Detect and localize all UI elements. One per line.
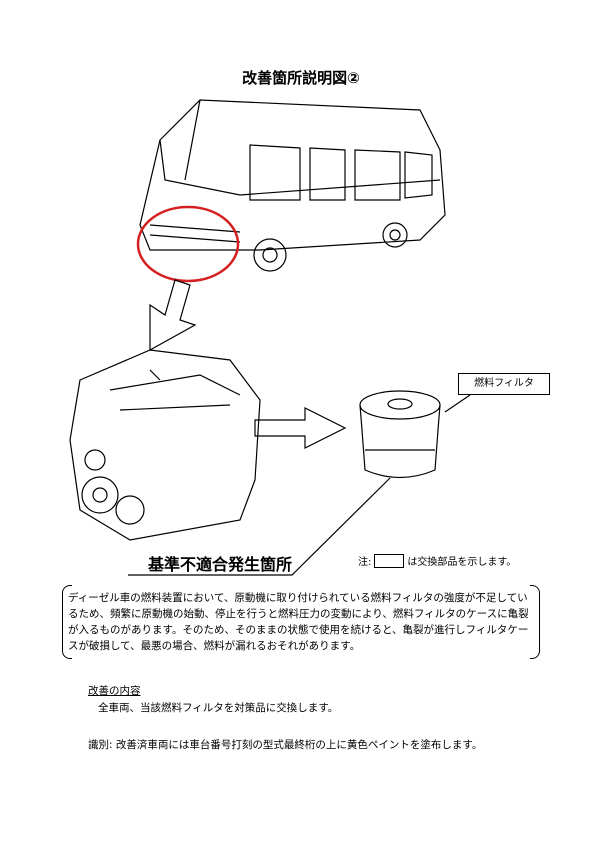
replacement-note: 注: は交換部品を示します。 bbox=[358, 553, 516, 568]
arrow-right bbox=[254, 407, 347, 449]
engine-drawing bbox=[69, 349, 261, 541]
arrow-down bbox=[149, 279, 197, 352]
fix-heading: 改善の内容 bbox=[88, 685, 141, 697]
legend-box bbox=[374, 553, 405, 568]
defect-leader bbox=[128, 477, 391, 576]
fix-text: 全車両、当該燃料フィルタを対策品に交換します。 bbox=[98, 702, 339, 714]
identification-text: 識別: 改善済車両には車台番号打刻の型式最終桁の上に黄色ペイントを塗布します。 bbox=[88, 739, 483, 751]
fuel-filter-drawing bbox=[359, 390, 441, 479]
highlight-circle bbox=[136, 205, 240, 283]
fuel-filter-label: 燃料フィルタ bbox=[458, 373, 550, 395]
page-title: 改善箇所説明図② bbox=[242, 69, 360, 87]
defect-location-label: 基準不適合発生箇所 bbox=[148, 555, 293, 574]
bus-drawing bbox=[139, 99, 446, 272]
filter-leader bbox=[444, 394, 471, 413]
bracket-left bbox=[62, 585, 72, 659]
note-prefix: 注: bbox=[358, 557, 372, 568]
defect-description: ディーゼル車の燃料装置において、原動機に取り付けられている燃料フィルタの強度が不… bbox=[68, 592, 529, 652]
note-suffix: は交換部品を示します。 bbox=[407, 557, 517, 568]
